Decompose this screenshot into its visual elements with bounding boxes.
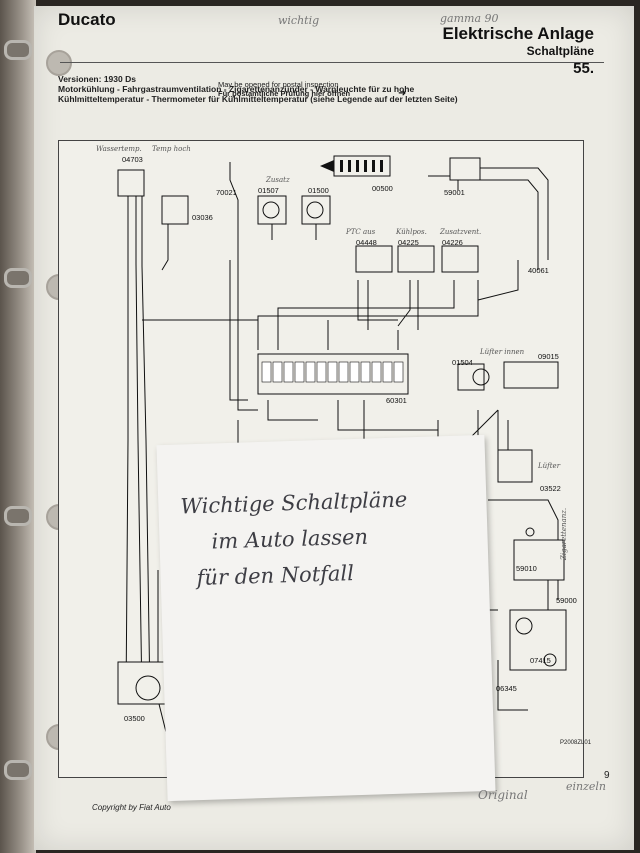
copyright-footer: Copyright by Fiat Auto xyxy=(92,803,171,812)
description-line: Motorkühlung - Fahrgastraumventilation -… xyxy=(58,84,415,94)
component-code: 07415 xyxy=(530,656,551,665)
handwritten-label: PTC aus xyxy=(346,228,376,236)
component-box xyxy=(513,539,565,581)
handwritten-label: Wassertemp. xyxy=(96,145,142,153)
component-code: 03500 xyxy=(124,714,145,723)
handwritten-label: Zusatz xyxy=(266,176,290,184)
sticky-note-line: für den Notfall xyxy=(196,561,355,591)
component-code: 04225 xyxy=(398,238,419,247)
component-box xyxy=(161,195,189,225)
punch-hole xyxy=(46,50,72,76)
versions-line: Versionen: 1930 Ds xyxy=(58,74,136,84)
binder-ring xyxy=(4,40,32,60)
component-code: 04448 xyxy=(356,238,377,247)
postal-notice: May be opened for postal inspection Für … xyxy=(218,80,350,98)
brand-title: Ducato xyxy=(58,10,116,29)
pencil-note-gamma: gamma 90 xyxy=(440,12,499,25)
section-subtitle: Schaltpläne xyxy=(526,44,594,58)
handwritten-label: Temp hoch xyxy=(152,145,191,153)
component-code: 59000 xyxy=(556,596,577,605)
component-box xyxy=(503,361,559,389)
component-box xyxy=(441,245,479,273)
component-code: 01507 xyxy=(258,186,279,195)
component-box xyxy=(301,195,331,225)
page-number: 9 xyxy=(604,770,610,781)
component-box xyxy=(449,157,481,181)
component-code: 40061 xyxy=(528,266,549,275)
component-code: 03522 xyxy=(540,484,561,493)
handwritten-label: Lüfter xyxy=(538,462,561,470)
section-header: Elektrische Anlage Schaltpläne 55. xyxy=(443,24,595,77)
sticky-note-line: Wichtige Schaltpläne xyxy=(180,487,408,519)
handwritten-label: Zusatzvent. xyxy=(440,228,482,236)
pencil-note-wichtig: wichtig xyxy=(278,14,320,27)
component-box xyxy=(497,449,533,483)
handwritten-label: Lüfter innen xyxy=(480,348,525,356)
component-box xyxy=(257,195,287,225)
component-code: 59010 xyxy=(516,564,537,573)
component-box xyxy=(117,169,145,197)
drawing-code: P2008ZL01 xyxy=(560,740,592,746)
component-code: 59001 xyxy=(444,188,465,197)
component-code: 06345 xyxy=(496,684,517,693)
component-code: 04703 xyxy=(122,155,143,164)
pencil-note-original: Original xyxy=(478,788,528,802)
component-code: 60301 xyxy=(386,396,407,405)
versions-block: Versionen: 1930 Ds Motorkühlung - Fahrga… xyxy=(58,74,578,104)
component-code: 01504 xyxy=(452,358,473,367)
sticky-note: Wichtige Schaltpläne im Auto lassen für … xyxy=(156,434,496,802)
component-code: 04226 xyxy=(442,238,463,247)
header-rule xyxy=(60,62,604,63)
binder-ring xyxy=(4,760,32,780)
binder-ring xyxy=(4,268,32,288)
component-box xyxy=(355,245,393,273)
component-box xyxy=(457,363,485,391)
section-title: Elektrische Anlage xyxy=(442,24,595,43)
component-code: 01500 xyxy=(308,186,329,195)
component-code: 70021 xyxy=(216,188,237,197)
section-number: 55. xyxy=(573,60,594,77)
postal-notice-de: Für postamtliche Prüfung hier öffnen xyxy=(218,89,351,98)
component-code: 09015 xyxy=(538,352,559,361)
component-box xyxy=(397,245,435,273)
binder-ring xyxy=(4,506,32,526)
arrow-icon: ➜ xyxy=(398,88,407,99)
description-line: Kühlmitteltemperatur - Thermometer für K… xyxy=(58,94,458,104)
component-box xyxy=(117,661,171,705)
sticky-note-line: im Auto lassen xyxy=(211,524,369,554)
component-code: 03036 xyxy=(192,213,213,222)
binder-edge xyxy=(0,0,36,853)
handwritten-label: Kühlpos. xyxy=(396,228,427,236)
wiring-lines xyxy=(117,155,567,761)
postal-notice-en: May be opened for postal inspection xyxy=(218,80,339,89)
pencil-note-einzeln: einzeln xyxy=(566,780,607,793)
handwritten-label: Zigarettenanz. xyxy=(560,507,568,560)
component-code: 00500 xyxy=(372,184,393,193)
